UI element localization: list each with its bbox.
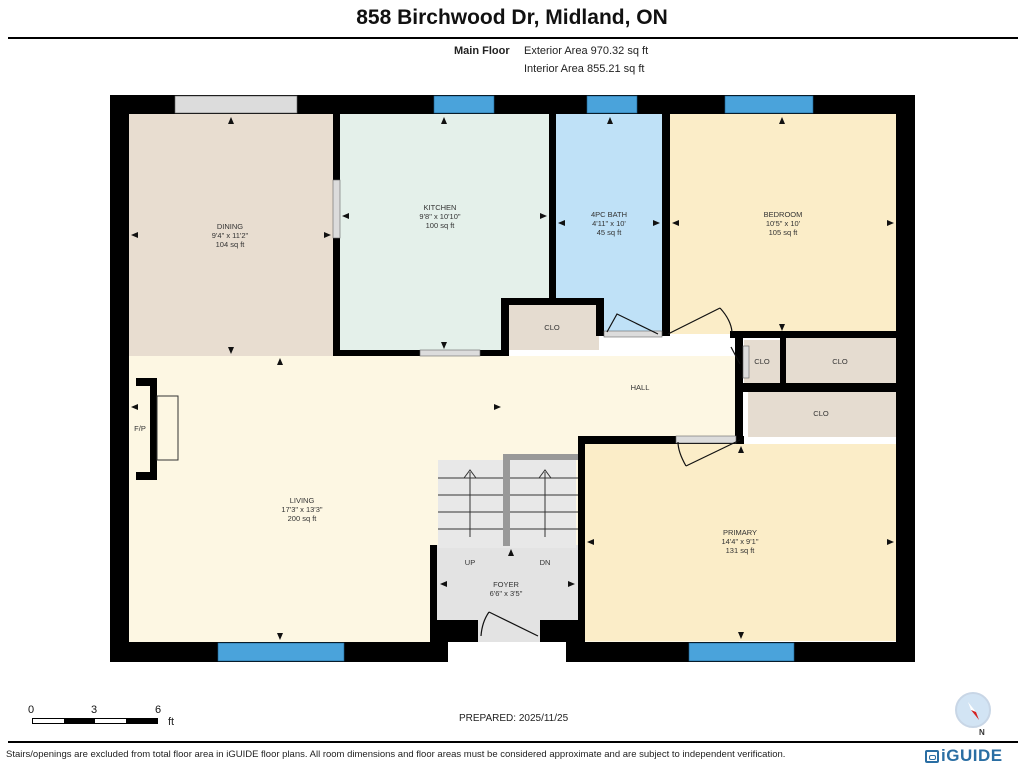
room-labels: DINING 9'4" x 11'2" 104 sq ft KITCHEN 9'… <box>134 203 848 598</box>
closet-hall-small <box>744 340 780 383</box>
svg-text:CLO: CLO <box>832 357 848 366</box>
brand-name: iGUIDE <box>941 746 1003 765</box>
compass-north-label: N <box>979 728 985 737</box>
svg-text:100 sq ft: 100 sq ft <box>426 221 456 230</box>
room-dining <box>129 114 333 356</box>
room-bedroom <box>670 114 896 334</box>
svg-text:104 sq ft: 104 sq ft <box>216 240 246 249</box>
svg-text:9'8" x 10'10": 9'8" x 10'10" <box>419 212 460 221</box>
svg-text:LIVING: LIVING <box>290 496 315 505</box>
iguide-logo-icon <box>925 749 939 763</box>
room-bath <box>556 114 662 334</box>
closet-bedroom <box>786 338 896 383</box>
svg-text:45 sq ft: 45 sq ft <box>597 228 623 237</box>
closet-kitchen <box>509 305 599 350</box>
svg-text:9'4" x 11'2": 9'4" x 11'2" <box>212 231 249 240</box>
svg-text:14'4" x 9'1": 14'4" x 9'1" <box>722 537 759 546</box>
svg-text:CLO: CLO <box>813 409 829 418</box>
svg-text:4'11" x 10': 4'11" x 10' <box>592 219 626 228</box>
svg-text:BEDROOM: BEDROOM <box>764 210 803 219</box>
interior-area: Interior Area 855.21 sq ft <box>524 63 645 75</box>
scale-tick-6: 6 <box>155 704 162 716</box>
floor-plan: DINING 9'4" x 11'2" 104 sq ft KITCHEN 9'… <box>110 95 915 662</box>
openings <box>174 95 750 444</box>
windows <box>217 95 814 662</box>
svg-text:200 sq ft: 200 sq ft <box>288 514 318 523</box>
doors <box>480 307 741 637</box>
header-divider <box>8 37 1018 39</box>
svg-text:131 sq ft: 131 sq ft <box>726 546 756 555</box>
svg-text:CLO: CLO <box>754 357 770 366</box>
room-primary <box>585 444 896 641</box>
svg-text:HALL: HALL <box>631 383 650 392</box>
stair-treads <box>438 469 578 537</box>
scale-bar-graphic <box>32 718 158 724</box>
svg-text:4PC BATH: 4PC BATH <box>591 210 627 219</box>
svg-text:17'3" x 13'3": 17'3" x 13'3" <box>281 505 322 514</box>
property-address-title: 858 Birchwood Dr, Midland, ON <box>356 6 668 29</box>
scale-tick-0: 0 <box>28 704 35 716</box>
disclaimer-text: Stairs/openings are excluded from total … <box>6 749 786 760</box>
svg-text:6'6" x 3'5": 6'6" x 3'5" <box>490 589 523 598</box>
svg-text:105 sq ft: 105 sq ft <box>769 228 799 237</box>
prepared-date: PREPARED: 2025/11/25 <box>459 713 569 724</box>
svg-text:PRIMARY: PRIMARY <box>723 528 757 537</box>
svg-text:CLO: CLO <box>544 323 560 332</box>
svg-text:10'5" x 10': 10'5" x 10' <box>766 219 801 228</box>
svg-text:UP: UP <box>465 558 475 567</box>
stair-divider <box>503 454 510 546</box>
svg-text:DINING: DINING <box>217 222 243 231</box>
svg-text:F/P: F/P <box>134 424 146 433</box>
compass-icon <box>955 692 991 728</box>
floor-name: Main Floor <box>454 45 510 57</box>
fireplace-hearth <box>156 395 179 461</box>
scale-tick-3: 3 <box>91 704 98 716</box>
brand-logo: iGUIDE <box>925 746 1003 766</box>
svg-text:FOYER: FOYER <box>493 580 519 589</box>
scale-unit: ft <box>168 716 175 728</box>
walls <box>110 95 915 662</box>
measure-markers <box>131 117 894 640</box>
closet-primary <box>748 392 896 437</box>
svg-text:DN: DN <box>540 558 551 567</box>
footer-divider <box>8 741 1018 743</box>
exterior-area: Exterior Area 970.32 sq ft <box>524 45 649 57</box>
svg-text:KITCHEN: KITCHEN <box>424 203 457 212</box>
